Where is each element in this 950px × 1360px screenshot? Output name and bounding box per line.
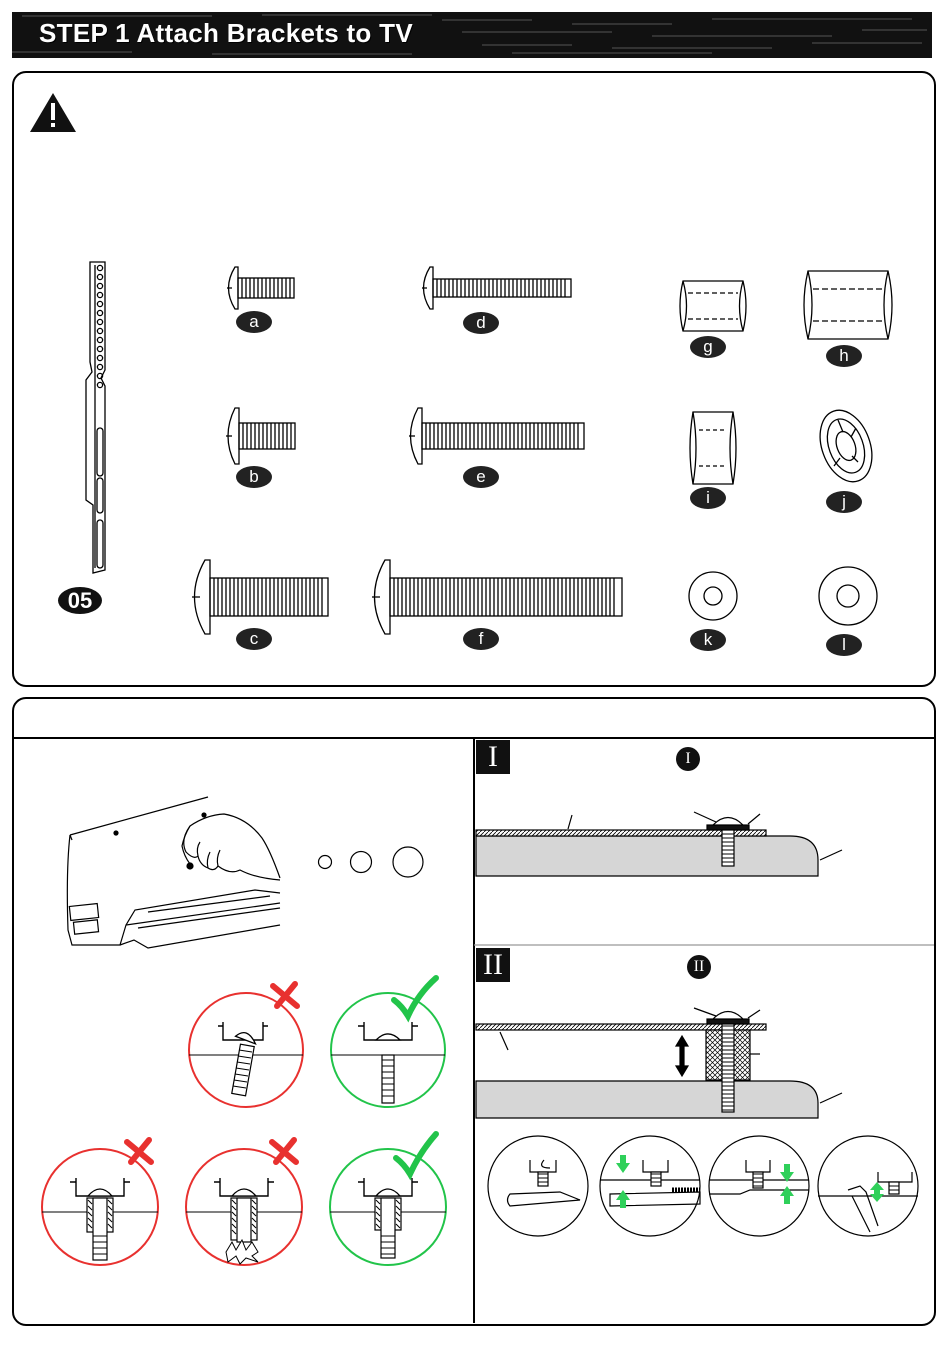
- washer-label: l: [826, 634, 862, 656]
- bracket-label: 05: [58, 587, 102, 614]
- screw-label: e: [463, 466, 499, 488]
- spacer-label: h: [826, 345, 862, 367]
- parts-drawing: [0, 0, 950, 700]
- screw-d-icon: [422, 267, 571, 309]
- spacer-h-icon: [804, 271, 892, 339]
- screw-e-icon: [409, 408, 584, 464]
- screw-label: a: [236, 311, 272, 333]
- screw-b-icon: [226, 408, 295, 464]
- screw-label: f: [463, 628, 499, 650]
- screw-a-icon: [227, 267, 294, 309]
- spacer-label: j: [826, 491, 862, 513]
- spacer-label: g: [690, 336, 726, 358]
- screw-f-icon: [372, 560, 622, 634]
- screw-label: c: [236, 628, 272, 650]
- screw-c-icon: [192, 560, 328, 634]
- washer-l-icon: [819, 567, 877, 625]
- instructions-panel: [12, 697, 936, 1326]
- wall-bracket-icon: [86, 262, 105, 573]
- step-one-badge: I: [676, 747, 700, 771]
- step-two-marker: II: [476, 948, 510, 982]
- washer-k-icon: [689, 572, 737, 620]
- spacer-j-icon: [811, 403, 881, 489]
- spacer-label: i: [690, 487, 726, 509]
- step-one-marker: I: [476, 740, 510, 774]
- warning-triangle-icon: [30, 93, 76, 132]
- spacer-i-icon: [690, 412, 736, 484]
- screw-label: b: [236, 466, 272, 488]
- step-two-badge: II: [687, 955, 711, 979]
- washer-label: k: [690, 629, 726, 651]
- screw-label: d: [463, 312, 499, 334]
- spacer-g-icon: [680, 281, 746, 331]
